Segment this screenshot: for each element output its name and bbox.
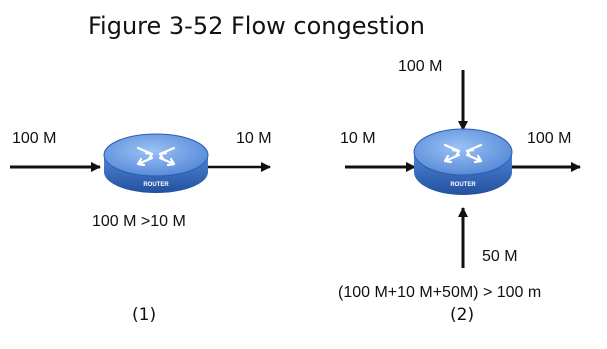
panel2-top-input-label: 100 M: [398, 58, 443, 75]
panel2-caption: (2): [450, 305, 475, 325]
panel1-caption: (1): [132, 305, 157, 325]
panel1-output-label: 10 M: [236, 130, 272, 147]
panel2-condition: (100 M+10 M+50M) > 100 m: [338, 284, 542, 301]
figure-title: Figure 3-52 Flow congestion: [88, 12, 425, 40]
panel2-bottom-input-label: 50 M: [482, 248, 518, 265]
panel2-router-label: ROUTER: [450, 182, 476, 188]
panel2-left-input-label: 10 M: [340, 130, 376, 147]
panel1-router-label: ROUTER: [143, 182, 169, 188]
panel1-router-icon: ROUTER: [103, 133, 209, 193]
panel1-condition: 100 M >10 M: [92, 213, 186, 230]
panel2-router-icon: ROUTER: [413, 128, 513, 195]
panel2-output-label: 100 M: [527, 130, 572, 147]
panel1-input-label: 100 M: [12, 130, 57, 147]
